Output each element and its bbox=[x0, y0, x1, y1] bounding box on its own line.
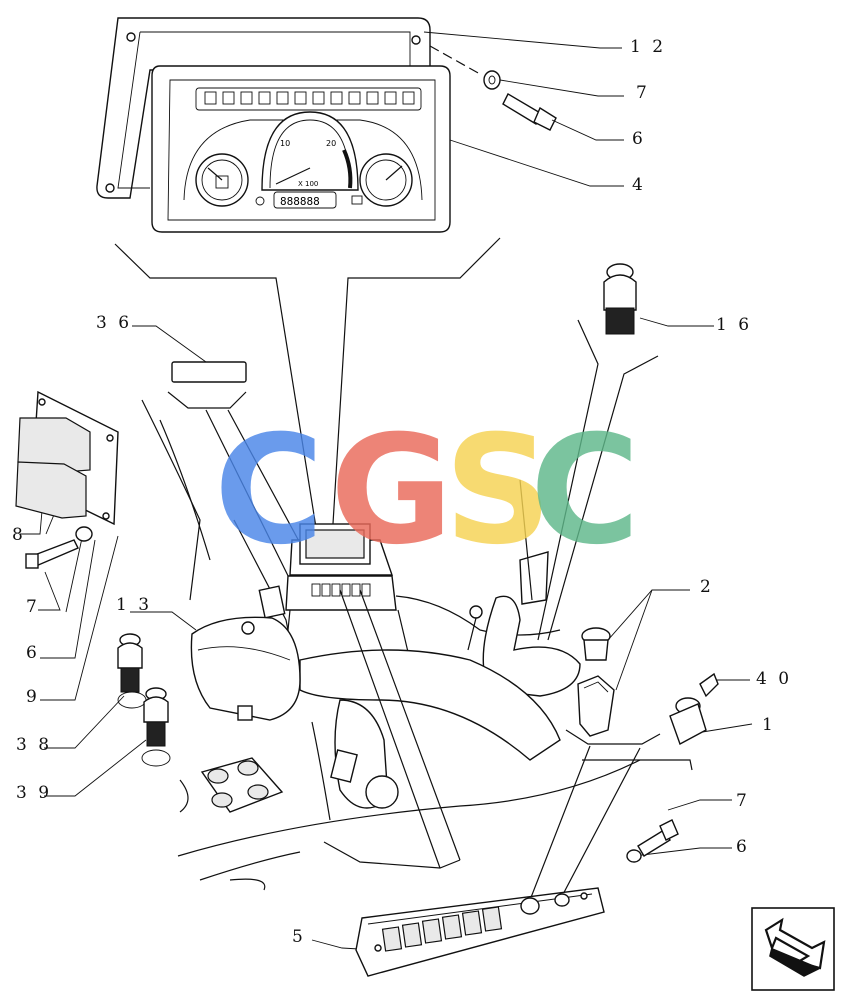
tach-tick-10: 10 bbox=[280, 139, 290, 148]
callout-6-relay: 6 bbox=[26, 643, 40, 663]
callout-7-lower: 7 bbox=[736, 791, 750, 811]
switch-mount-pad bbox=[200, 757, 284, 813]
rocker-switch-16 bbox=[603, 263, 637, 335]
washer-7-relay bbox=[75, 526, 93, 542]
armrest-console-13 bbox=[190, 616, 301, 721]
callout-6-lower: 6 bbox=[736, 837, 750, 857]
temperature-gauge bbox=[359, 153, 413, 207]
callout-40: 4 0 bbox=[756, 669, 792, 689]
callout-38: 3 8 bbox=[16, 735, 52, 755]
instrument-cluster: 10 20 X 100 888888 bbox=[151, 65, 451, 233]
washer-7 bbox=[483, 70, 501, 90]
switch-cap-2 bbox=[581, 627, 611, 661]
watermark-logo: C G S C bbox=[214, 404, 640, 578]
callout-39: 3 9 bbox=[16, 783, 52, 803]
tach-multiplier: X 100 bbox=[298, 180, 318, 188]
warning-lamp-row bbox=[204, 91, 415, 105]
cab-interior bbox=[141, 399, 641, 891]
callout-5: 5 bbox=[292, 927, 306, 947]
rocker-switch-38 bbox=[117, 633, 147, 709]
callout-8: 8 bbox=[12, 525, 26, 545]
watermark-letter-g: G bbox=[330, 404, 453, 578]
watermark-letter-c2: C bbox=[530, 404, 640, 578]
ignition-switch-1 bbox=[669, 697, 707, 746]
panel-switch-row bbox=[381, 906, 503, 952]
callout-1: 1 bbox=[762, 715, 776, 735]
fuel-gauge bbox=[195, 153, 249, 207]
bolt-6 bbox=[502, 93, 557, 131]
washer-7-lower bbox=[626, 849, 642, 863]
rocker-switch-39 bbox=[141, 687, 171, 767]
callout-13: 1 3 bbox=[116, 595, 152, 615]
callout-7-relay: 7 bbox=[26, 597, 40, 617]
tachometer: 10 20 X 100 bbox=[261, 111, 359, 191]
switch-housing-2 bbox=[577, 675, 615, 737]
odometer-display bbox=[273, 191, 337, 209]
callout-4: 4 bbox=[632, 175, 646, 195]
instrument-cluster-bezel bbox=[96, 17, 431, 199]
next-page-arrow-icon[interactable] bbox=[751, 907, 835, 991]
callout-7: 7 bbox=[636, 83, 650, 103]
callout-16: 1 6 bbox=[716, 315, 752, 335]
callout-2: 2 bbox=[700, 577, 714, 597]
watermark-letter-s: S bbox=[444, 404, 552, 578]
callout-6: 6 bbox=[632, 129, 646, 149]
bolt-6-relay bbox=[25, 539, 79, 569]
bolt-6-lower bbox=[637, 819, 679, 857]
tach-tick-20: 20 bbox=[326, 139, 336, 148]
callout-12: 1 2 bbox=[630, 37, 666, 57]
watermark-letter-c1: C bbox=[214, 404, 324, 578]
odometer-digits: 888888 bbox=[280, 195, 320, 208]
relay-module bbox=[15, 390, 119, 526]
decal-36 bbox=[171, 361, 247, 383]
callout-9: 9 bbox=[26, 687, 40, 707]
ignition-key-40 bbox=[699, 672, 719, 698]
callout-36: 3 6 bbox=[96, 313, 132, 333]
switch-panel-5 bbox=[355, 887, 605, 977]
